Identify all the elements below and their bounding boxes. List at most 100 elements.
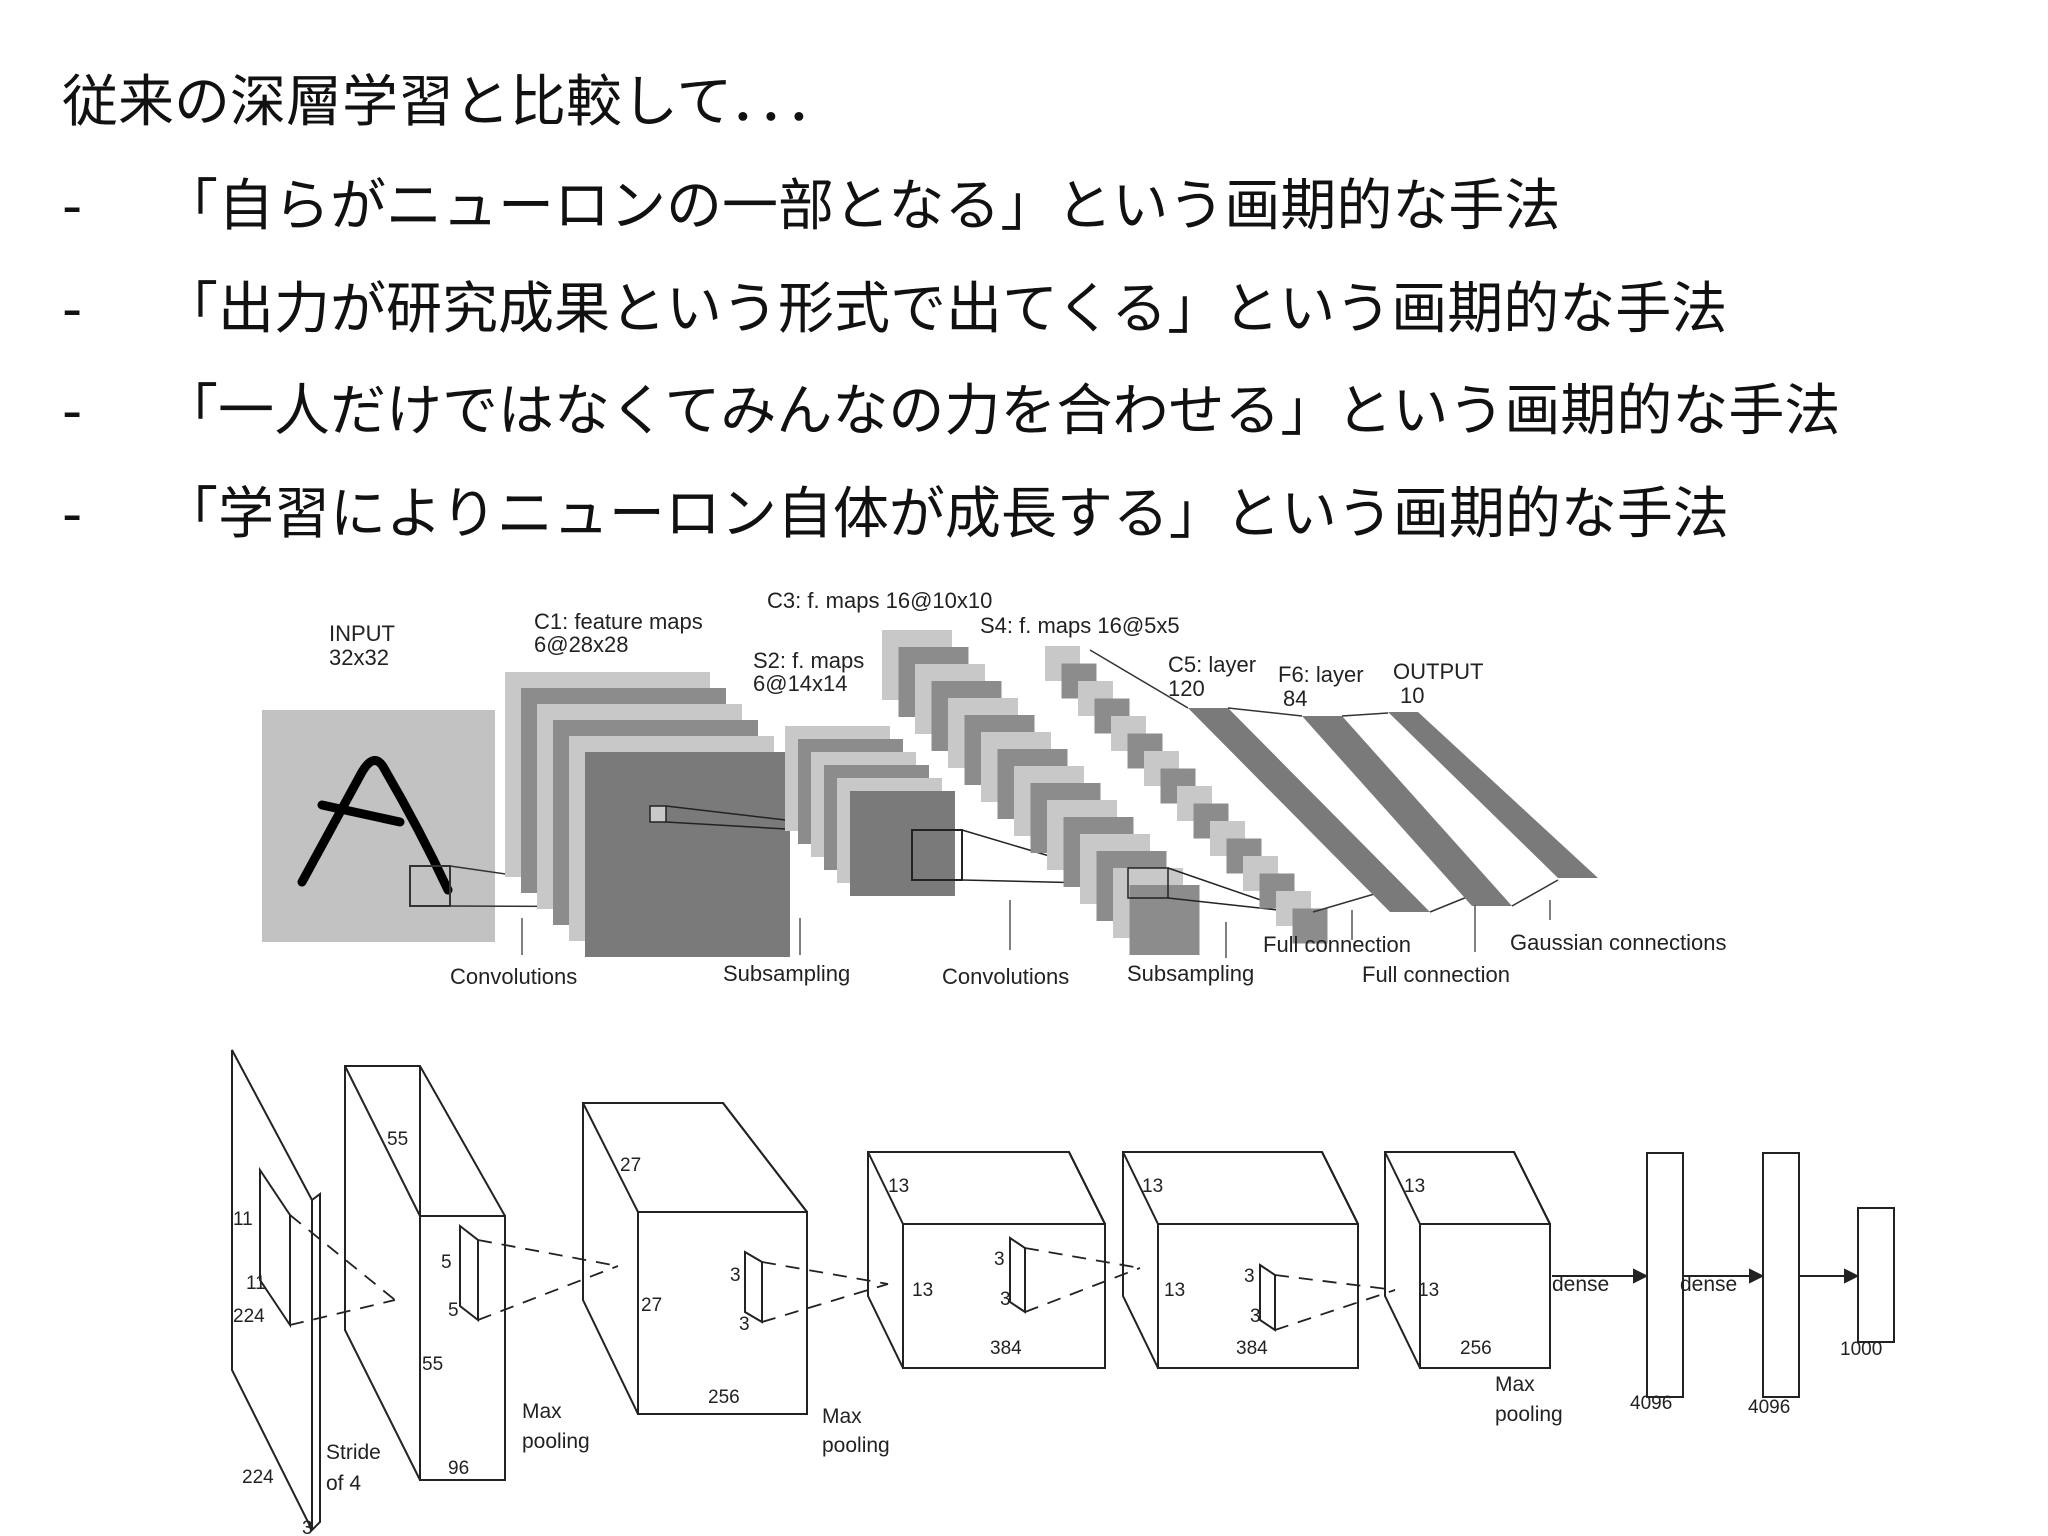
alexnet-input-side <box>311 1192 321 1533</box>
projection-line <box>1089 649 1189 709</box>
op-label: Subsampling <box>723 961 850 986</box>
alexnet-input-slab <box>231 1049 313 1531</box>
fc-size: 4096 <box>1748 1397 1790 1418</box>
bullet-dash: - <box>62 379 83 444</box>
lenet-s4-label: S4: f. maps 16@5x5 <box>980 613 1180 638</box>
receptive-field <box>409 865 451 907</box>
lenet-c5-layer <box>1188 708 1430 912</box>
projection-line <box>1341 712 1389 717</box>
lenet-s2-label: S2: f. maps <box>753 648 864 673</box>
dim-label: 11 <box>233 1209 253 1230</box>
dim-label: 27 <box>641 1295 662 1316</box>
lenet-c3-map <box>1129 885 1200 955</box>
bullet-dash: - <box>62 174 83 239</box>
alexnet-conv4-front <box>1157 1223 1359 1369</box>
lenet-c1-size: 6@28x28 <box>534 632 629 657</box>
maxpool-label: Max <box>522 1400 562 1423</box>
op-label: Subsampling <box>1127 961 1254 986</box>
block-edge <box>344 1065 421 1217</box>
bullet-dash: - <box>62 482 83 547</box>
receptive-field <box>649 805 667 823</box>
bullet-item: -「出力が研究成果という形式で出てくる」という画期的な手法 <box>62 275 1727 345</box>
block-edge <box>722 1102 808 1213</box>
lenet-c1-maps <box>505 672 790 957</box>
lenet-c5-label: C5: layer <box>1168 652 1256 677</box>
block-edge <box>867 1151 904 1225</box>
alexnet-conv5-front <box>1419 1223 1551 1369</box>
lenet-c5-size: 120 <box>1168 676 1205 701</box>
dim-label: 55 <box>387 1129 408 1150</box>
maxpool-label: pooling <box>822 1434 890 1457</box>
dim-label: 3 <box>302 1518 313 1536</box>
lenet-f6-label: F6: layer <box>1278 662 1364 687</box>
dim-label: 5 <box>448 1300 459 1321</box>
dim-label: 13 <box>888 1176 909 1197</box>
op-label: Convolutions <box>450 964 577 989</box>
lenet-output-layer <box>1388 712 1598 878</box>
lenet-f6-layer <box>1302 716 1512 906</box>
alexnet-conv1-block <box>344 1065 506 1481</box>
alexnet-conv2-front <box>637 1211 808 1415</box>
dashed-projections <box>289 1214 1396 1331</box>
fc-size: 1000 <box>1840 1339 1882 1360</box>
op-label: Full connection <box>1362 962 1510 987</box>
maxpool-label: pooling <box>522 1430 590 1453</box>
lenet-s4-maps <box>1045 646 1328 944</box>
dim-label: 13 <box>1418 1280 1439 1301</box>
block-edge <box>1321 1151 1359 1225</box>
lenet-c3-maps <box>882 630 1200 955</box>
lenet-input-size: 32x32 <box>329 645 389 670</box>
dim-label: 55 <box>422 1354 443 1375</box>
fc-size: 4096 <box>1630 1393 1672 1414</box>
block-edge <box>1068 1151 1106 1225</box>
op-label: Convolutions <box>942 964 1069 989</box>
bullet-text: 「一人だけではなくてみんなの力を合わせる」という画期的な手法 <box>162 379 1841 444</box>
alexnet-fc1 <box>1646 1152 1684 1398</box>
bullet-text: 「出力が研究成果という形式で出てくる」という画期的な手法 <box>162 277 1728 342</box>
maxpool-label: Max <box>822 1405 862 1428</box>
dim-label: 5 <box>441 1252 452 1273</box>
lenet-s4-map <box>1292 908 1328 944</box>
kernel-patch <box>1009 1236 1026 1314</box>
dim-label: 11 <box>246 1273 266 1294</box>
bullet-text: 「学習によりニューロン自体が成長する」という画期的な手法 <box>162 482 1729 547</box>
block-edge <box>582 1102 639 1213</box>
receptive-field <box>1127 867 1169 899</box>
lenet-c1-label: C1: feature maps <box>534 609 703 634</box>
op-ticks <box>521 900 1551 958</box>
bullet-item: - 「学習によりニューロン自体が成長する」という画期的な手法 <box>62 480 1729 550</box>
lenet-input-map <box>262 710 495 942</box>
dim-label: 3 <box>1244 1266 1255 1287</box>
block-edge <box>1513 1151 1551 1225</box>
dim-label: 384 <box>1236 1338 1268 1359</box>
alexnet-conv1-front <box>419 1215 506 1481</box>
dim-label: 384 <box>990 1338 1022 1359</box>
kernel-patch <box>459 1223 479 1323</box>
dim-label: 224 <box>242 1467 274 1488</box>
dim-label: 3 <box>994 1249 1005 1270</box>
block-edge <box>1122 1151 1159 1225</box>
kernel-patch <box>259 1166 291 1329</box>
alexnet-fc2 <box>1762 1152 1800 1398</box>
dim-label: 27 <box>620 1155 641 1176</box>
dim-label: 3 <box>1250 1306 1261 1327</box>
dense-arrows <box>1552 1268 1860 1284</box>
bullet-item: - 「一人だけではなくてみんなの力を合わせる」という画期的な手法 <box>62 377 1840 447</box>
letter-a-glyph <box>297 756 453 895</box>
alexnet-fc3 <box>1857 1207 1895 1343</box>
dim-label: 13 <box>912 1280 933 1301</box>
projection-line <box>1511 879 1559 907</box>
lenet-output-size: 10 <box>1400 683 1424 708</box>
receptive-field <box>911 829 963 881</box>
dim-label: 3 <box>1000 1289 1011 1310</box>
stride-label: of 4 <box>326 1472 361 1495</box>
dim-label: 3 <box>730 1265 741 1286</box>
dim-label: 96 <box>448 1458 469 1479</box>
kernel-patch <box>744 1250 763 1324</box>
lenet-f6-size: 84 <box>1283 686 1307 711</box>
projection-line <box>1227 707 1303 717</box>
dim-label: 256 <box>708 1387 740 1408</box>
